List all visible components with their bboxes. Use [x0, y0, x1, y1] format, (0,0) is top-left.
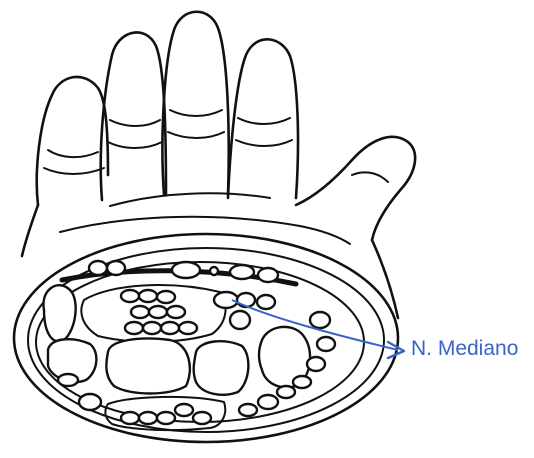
- extensor-tendon: [293, 376, 311, 388]
- tendon: [149, 306, 167, 318]
- tendon: [131, 306, 149, 318]
- middle-finger: [162, 12, 228, 195]
- palm-radial-edge: [372, 240, 398, 318]
- capitate-bone: [106, 339, 189, 394]
- palm-crease-upper: [110, 193, 270, 206]
- tendon: [125, 322, 143, 334]
- extensor-tendon: [317, 337, 335, 351]
- dorsal-tendon: [193, 412, 211, 424]
- thumb-crease: [352, 172, 388, 182]
- extensor-tendon: [310, 312, 330, 328]
- superficial-structure: [258, 268, 278, 282]
- small-vessel: [210, 267, 218, 275]
- index-finger-crease: [236, 118, 292, 146]
- tendon: [121, 290, 139, 302]
- median-nerve-pointer: [232, 300, 404, 358]
- ring-finger-crease: [108, 120, 162, 148]
- tendon: [139, 290, 157, 302]
- little-finger-crease: [44, 150, 104, 174]
- median-nerve-label: N. Mediano: [411, 337, 518, 361]
- superficial-structure: [172, 262, 200, 278]
- thumb: [296, 137, 415, 240]
- palmaris-tendon: [89, 261, 107, 275]
- extensor-tendon: [307, 357, 325, 371]
- superficial-structure: [230, 265, 254, 279]
- wrist-cross-section: [14, 234, 398, 442]
- radial-tendon: [257, 295, 275, 309]
- flexor-tendons: [121, 290, 197, 334]
- middle-finger-crease: [168, 110, 224, 138]
- dorsal-tendon: [139, 412, 157, 424]
- extensor-tendon: [239, 404, 257, 416]
- radial-tendon: [230, 311, 250, 329]
- little-finger: [37, 77, 108, 205]
- tendon: [157, 291, 175, 303]
- tendon: [143, 322, 161, 334]
- extensor-tendon: [258, 395, 278, 409]
- hamate-bone: [43, 285, 75, 341]
- ulnar-tendon: [79, 394, 101, 410]
- palmaris-tendon: [107, 261, 125, 275]
- palm-crease-lower: [60, 217, 350, 244]
- ulnar-tendon: [58, 374, 78, 386]
- radial-tendon: [237, 293, 255, 307]
- tendon: [161, 322, 179, 334]
- tendon: [167, 306, 185, 318]
- dorsal-tendon: [175, 404, 193, 416]
- dorsal-tendon: [121, 412, 139, 424]
- trapezoid-bone: [194, 341, 249, 395]
- skin-outer-ring: [14, 234, 398, 442]
- extensor-tendon: [277, 386, 295, 398]
- median-nerve: [214, 292, 238, 308]
- tendon: [179, 322, 197, 334]
- ring-finger: [101, 32, 166, 200]
- dorsal-tendon: [157, 412, 175, 424]
- palm-ulnar-edge: [22, 205, 38, 256]
